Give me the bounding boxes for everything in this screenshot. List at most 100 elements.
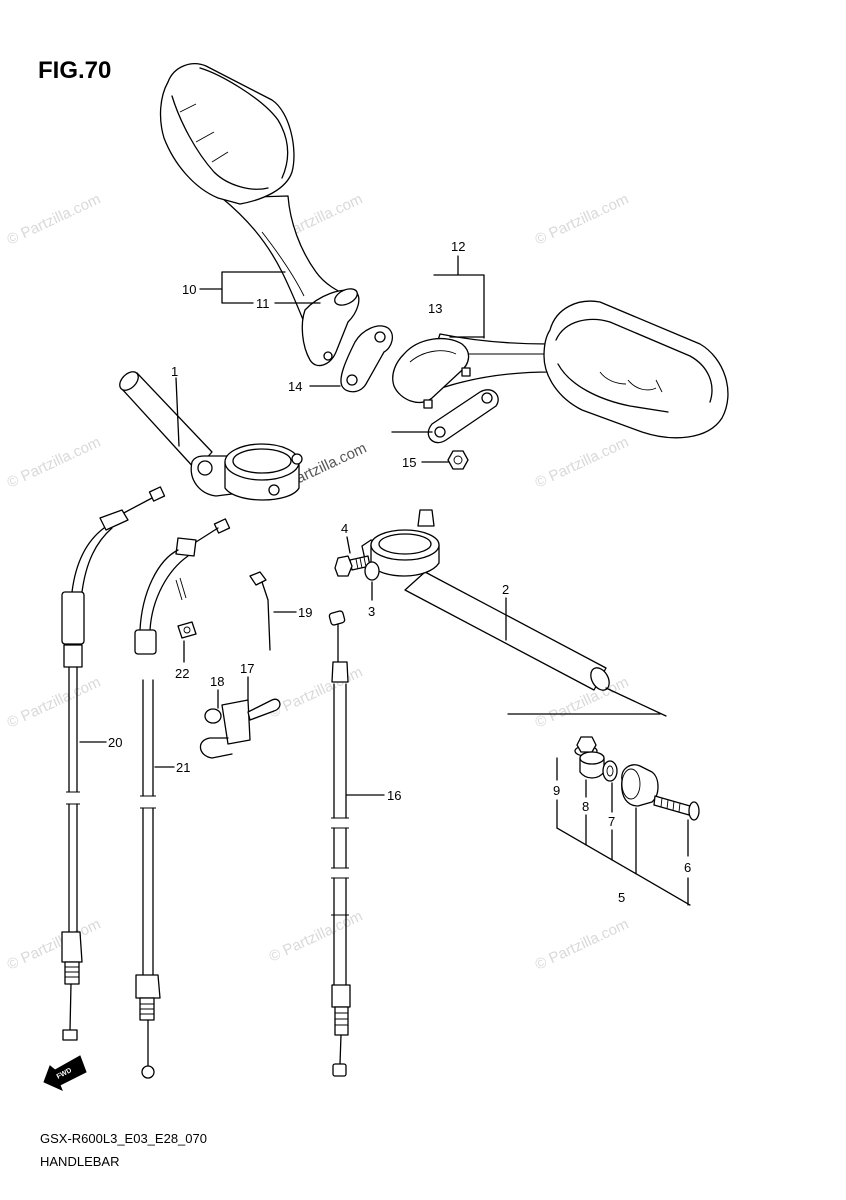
weight-5 — [621, 764, 659, 807]
watermark: © Partzilla.com — [5, 674, 104, 732]
cable-16-end-cap — [328, 610, 346, 626]
cable-20-sheath-bend — [71, 527, 113, 593]
bar-end-group — [507, 687, 700, 821]
callout-6: 6 — [684, 860, 691, 875]
screw-6 — [653, 795, 700, 821]
cable-16-sheath — [333, 683, 347, 986]
cable-21-break — [140, 795, 156, 809]
callout-14: 14 — [288, 379, 302, 394]
left-mirror-mount-top — [334, 288, 358, 306]
cable-16-thread — [334, 1006, 349, 1036]
cable-21-adjuster — [134, 629, 157, 655]
bracket-17-plate — [221, 699, 251, 745]
cable-21-inner-wire — [195, 527, 219, 543]
cable-20-adjuster — [61, 591, 85, 645]
cable-20 — [61, 486, 166, 1041]
cable-16-lower-wire — [339, 1034, 342, 1065]
right-mount-plate — [427, 389, 499, 444]
watermark: © Partzilla.com — [5, 916, 104, 974]
collar-8-top — [579, 751, 605, 765]
watermark: © Partzilla.com — [5, 191, 104, 249]
nut-15 — [447, 450, 469, 470]
leader-1 — [175, 377, 180, 447]
right-handlebar-clamp-bolt — [417, 509, 435, 527]
left-mirror-shell-line — [171, 95, 269, 190]
ring-7-inner — [606, 765, 614, 777]
clip-19-wire — [261, 581, 271, 651]
cable-20-break — [66, 791, 80, 805]
weight-5-face — [621, 768, 641, 800]
callout-19: 19 — [298, 605, 312, 620]
left-mirror-stem-edge — [261, 231, 305, 297]
cable-21-sheath-bend — [139, 549, 189, 631]
leader-4 — [346, 536, 351, 554]
right-handlebar — [361, 509, 610, 691]
cable-21-thread-lines — [140, 1003, 154, 1015]
clip-19 — [249, 571, 271, 651]
ring-7-outer — [602, 760, 618, 782]
cable-16-upper-fitting — [331, 661, 349, 683]
right-mirror-mount-screw — [423, 399, 433, 409]
figure-title: FIG.70 — [38, 57, 111, 84]
right-mirror-housing — [543, 300, 729, 439]
bracket-17-arm — [247, 698, 281, 721]
callout-21: 21 — [176, 760, 190, 775]
right-mirror — [392, 300, 729, 439]
left-handlebar-tube — [121, 372, 213, 471]
callout-22: 22 — [175, 666, 189, 681]
left-handlebar-clamp-bore — [232, 448, 292, 474]
cable-16-lower-fitting — [331, 984, 351, 1008]
nut-15-bore — [453, 455, 463, 465]
left-handlebar-clamp-bolt — [268, 484, 280, 496]
cable-20-adjuster-nut — [63, 644, 83, 668]
right-mount-plate-hole — [434, 426, 446, 438]
left-mirror — [159, 63, 360, 367]
right-mirror-mount-screw — [461, 367, 471, 377]
callout-1: 1 — [171, 364, 178, 379]
callout-5: 5 — [618, 890, 625, 905]
cable-21-lower-fitting — [135, 974, 161, 999]
bracket-17-hook — [199, 737, 233, 759]
left-mount-plate-hole — [346, 374, 358, 386]
watermark: © Partzilla.com — [267, 664, 366, 722]
screw-22 — [177, 621, 197, 639]
bracket-17 — [199, 698, 281, 759]
left-handlebar-lug-bolt — [197, 460, 213, 476]
cable-21-clip — [175, 577, 187, 601]
cable-20-lower-wire — [69, 983, 72, 1031]
watermark: © Partzilla.com — [533, 191, 632, 249]
screw-6-head — [688, 801, 700, 821]
left-mirror-rib — [179, 103, 229, 163]
left-mount-plate-hole — [374, 331, 386, 343]
cable-21 — [134, 518, 231, 1079]
leader-5 — [556, 807, 691, 906]
screw-22-head — [183, 626, 191, 634]
figure-code: GSX-R600L3_E03_E28_070 — [40, 1131, 207, 1146]
watermark: © Partzilla.com — [267, 908, 366, 966]
callout-4: 4 — [341, 521, 348, 536]
collar-8 — [579, 751, 605, 779]
screw-6-threads — [660, 797, 681, 813]
right-mirror-rim — [555, 318, 713, 403]
cable-20-upper-fitting — [99, 509, 129, 531]
bar-end-cut-line — [507, 687, 667, 717]
fwd-arrow-icon: FWD — [43, 1055, 87, 1091]
cable-20-thread-lines — [65, 966, 79, 978]
flange-nut-9-hex — [576, 736, 597, 753]
cable-16-break — [331, 817, 349, 916]
cable-16 — [328, 610, 351, 1077]
callout-13: 13 — [428, 301, 442, 316]
callout-7: 7 — [608, 814, 615, 829]
right-mirror-mount-edge — [409, 350, 457, 363]
cable-16-thread-lines — [335, 1012, 348, 1026]
left-mirror-mount-screw — [323, 351, 333, 361]
cable-20-lower-fitting — [61, 931, 83, 963]
watermark: © Partzilla.com — [5, 434, 104, 492]
callout-17: 17 — [240, 661, 254, 676]
callout-12: 12 — [451, 239, 465, 254]
fwd-arrow-shape — [43, 1055, 87, 1091]
cable-20-end-ball — [148, 486, 166, 502]
right-mirror-shell-line — [557, 363, 669, 413]
left-handlebar — [119, 371, 303, 501]
watermark: © Partzilla.com — [533, 434, 632, 492]
